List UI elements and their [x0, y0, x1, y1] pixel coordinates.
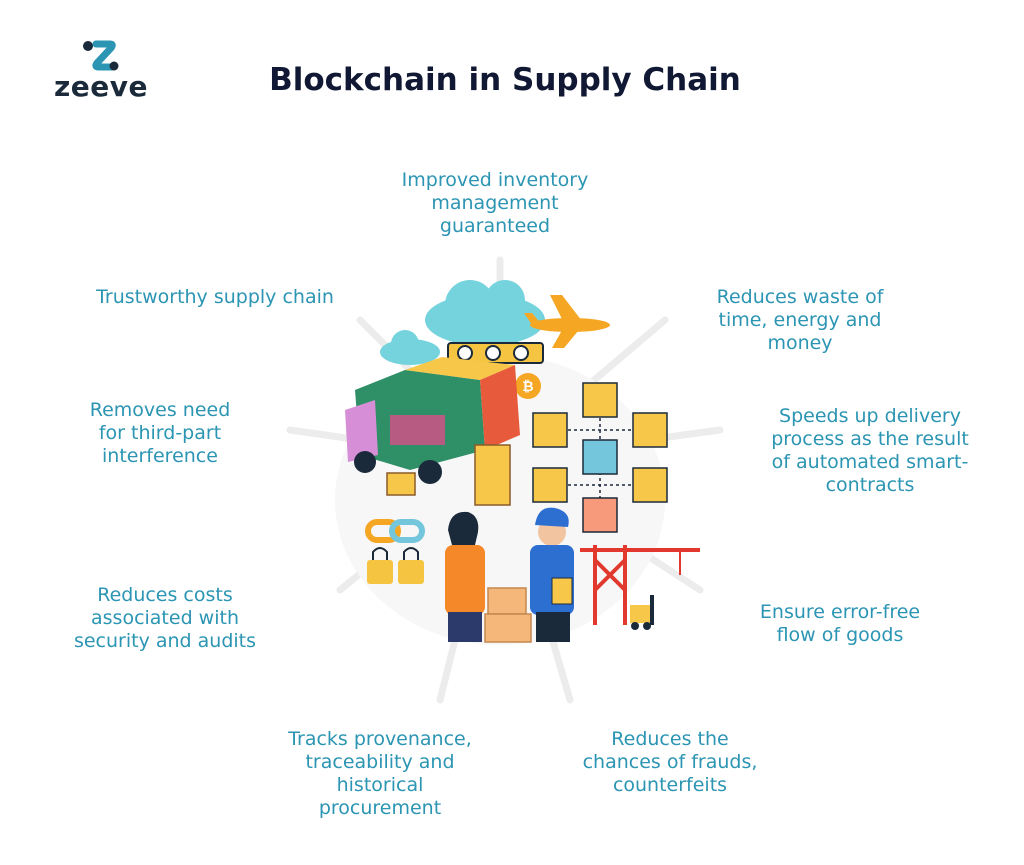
airplane-icon: [524, 295, 610, 348]
people-icon: [445, 507, 574, 642]
cloud-icon: [380, 280, 545, 365]
padlock-icon: [367, 547, 424, 584]
brand-name: zeeve: [54, 70, 149, 103]
truck-icon: [345, 357, 520, 506]
crane-icon: [580, 545, 700, 625]
supply-chain-illustration: ₿: [286, 256, 724, 704]
page-title: Blockchain in Supply Chain: [269, 62, 741, 98]
benefit-trustworthy: Trustworthy supply chain: [96, 286, 334, 308]
zeeve-logo-icon: [83, 40, 119, 71]
checkmark-chain-icon: [447, 342, 544, 364]
boxes-icon: [484, 587, 532, 643]
chain-link-icon: [365, 519, 425, 543]
forklift-icon: [630, 595, 654, 630]
blockchain-cubes-icon: [532, 382, 668, 533]
svg-text:₿: ₿: [522, 379, 533, 395]
